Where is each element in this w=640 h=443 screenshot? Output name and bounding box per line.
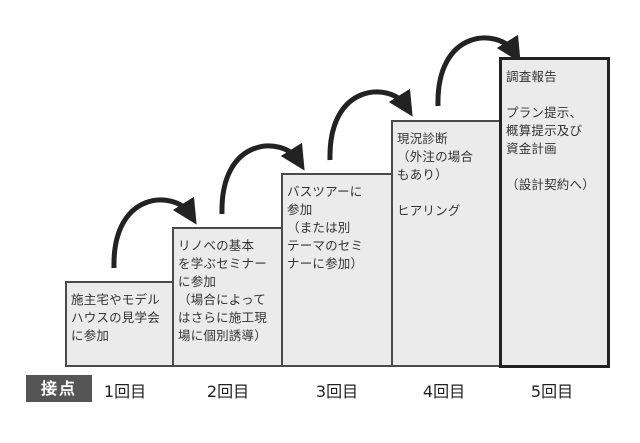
curved-arrow-4 xyxy=(435,34,521,107)
curved-arrow-2 xyxy=(219,142,305,215)
step-4-text: 現況診断 （外注の場合 もあり） ヒアリング xyxy=(397,131,474,218)
step-2-text: リノベの基本 を学ぶセミナー に参加 （場合によって はさらに施工現 場に個別誘… xyxy=(178,238,267,343)
step-3-box: バスツアーに 参加 （または別 テーマのセミ ナーに参加） xyxy=(281,173,393,367)
step-2-box: リノベの基本 を学ぶセミナー に参加 （場合によって はさらに施工現 場に個別誘… xyxy=(172,227,283,367)
step-2-label: 2回目 xyxy=(206,382,250,401)
step-5-box: 調査報告 プラン提示、 概算提示及び 資金計画 （設計契約へ） xyxy=(499,57,610,368)
step-4-box: 現況診断 （外注の場合 もあり） ヒアリング xyxy=(391,120,501,367)
step-5-label: 5回目 xyxy=(530,382,574,401)
touchpoint-label: 接点 xyxy=(26,375,92,402)
step-5-text: 調査報告 プラン提示、 概算提示及び 資金計画 （設計契約へ） xyxy=(506,69,595,192)
step-3-label: 3回目 xyxy=(315,382,359,401)
curved-arrow-3 xyxy=(327,88,413,161)
step-1-label: 1回目 xyxy=(103,382,147,401)
step-1-box: 施主宅やモデル ハウスの見学会 に参加 xyxy=(65,281,174,367)
step-4-label: 4回目 xyxy=(422,382,466,401)
step-3-text: バスツアーに 参加 （または別 テーマのセミ ナーに参加） xyxy=(287,184,364,271)
step-1-text: 施主宅やモデル ハウスの見学会 に参加 xyxy=(71,292,160,343)
curved-arrow-1 xyxy=(111,196,197,269)
